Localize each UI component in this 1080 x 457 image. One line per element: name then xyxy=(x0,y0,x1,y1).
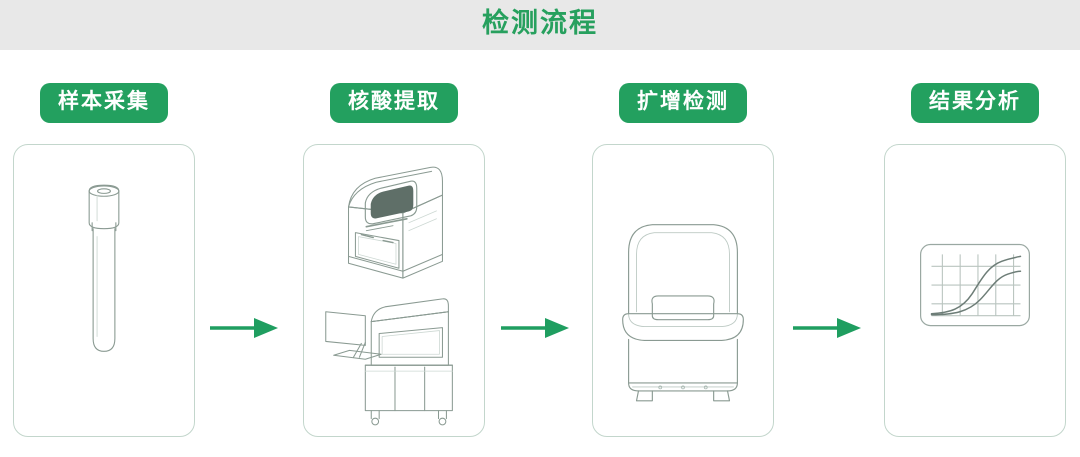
step-card-amplification-detection xyxy=(592,144,774,437)
arrow-step3-to-step4 xyxy=(791,314,865,342)
arrow-step2-to-step3 xyxy=(499,314,573,342)
workflow-step-result-analysis[interactable]: 结果分析 xyxy=(884,50,1066,457)
arrow-step1-to-step2 xyxy=(208,314,282,342)
step-card-sample-collection xyxy=(13,144,195,437)
workflow-step-nucleic-acid-extraction[interactable]: 核酸提取 xyxy=(303,50,485,457)
workflow-step-sample-collection[interactable]: 样本采集 xyxy=(13,50,195,457)
page-title: 检测流程 xyxy=(482,8,598,39)
amplification-curve-chart xyxy=(930,254,1022,317)
step-card-nucleic-acid-extraction xyxy=(303,144,485,437)
workflow-step-amplification-detection[interactable]: 扩增检测 xyxy=(592,50,774,457)
step-badge-nucleic-acid-extraction[interactable]: 核酸提取 xyxy=(330,83,458,123)
header-band xyxy=(0,0,1080,50)
step-badge-result-analysis[interactable]: 结果分析 xyxy=(911,83,1039,123)
step-card-result-analysis xyxy=(884,144,1066,437)
step-badge-amplification-detection[interactable]: 扩增检测 xyxy=(619,83,747,123)
step-badge-sample-collection[interactable]: 样本采集 xyxy=(40,83,168,123)
workflow-steps: 样本采集 xyxy=(0,50,1080,457)
